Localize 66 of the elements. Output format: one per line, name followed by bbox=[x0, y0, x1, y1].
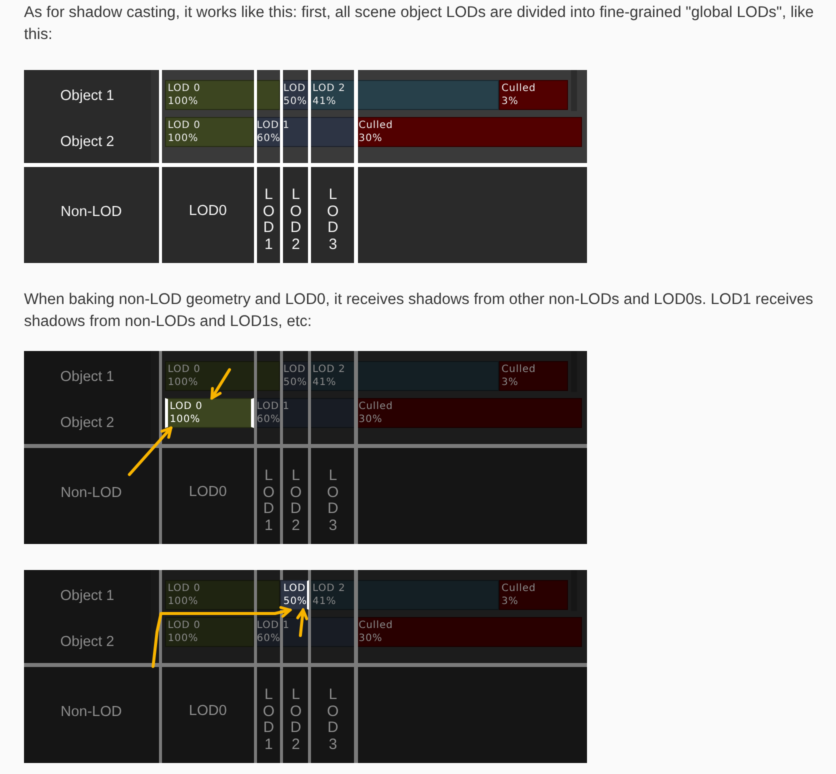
bar-label: Culled 3% bbox=[502, 83, 536, 108]
culled-bar bbox=[498, 361, 568, 391]
bar-label: LOD 0 100% bbox=[168, 364, 202, 389]
row-header: Object 2 bbox=[24, 116, 150, 164]
bar-label: Culled 30% bbox=[358, 401, 394, 426]
lod-bar bbox=[164, 398, 254, 428]
bar-label: LOD 50% bbox=[283, 364, 308, 389]
bar-label: LOD 2 41% bbox=[312, 83, 346, 108]
arrow bbox=[152, 606, 292, 668]
lod-bar bbox=[310, 580, 498, 610]
table-cell: Non-LOD bbox=[24, 166, 158, 263]
bar-label: Culled 30% bbox=[358, 120, 394, 145]
table-cell: LOD1 bbox=[257, 666, 280, 763]
arrow bbox=[210, 368, 231, 400]
row-header: Object 1 bbox=[24, 351, 150, 398]
lod-bar bbox=[164, 80, 280, 110]
bar-label: LOD 2 41% bbox=[312, 364, 346, 389]
bar-label: LOD 0 100% bbox=[170, 401, 204, 426]
bar-label: Culled 30% bbox=[358, 620, 394, 645]
table-cell bbox=[358, 166, 587, 263]
bar-label: LOD 0 100% bbox=[168, 620, 202, 645]
lod-bar bbox=[164, 117, 254, 147]
table-cell: LOD2 bbox=[283, 448, 308, 544]
lod-bar bbox=[310, 361, 498, 391]
paragraph: When baking non-LOD geometry and LOD0, it receives shadows from other non-LODs and LOD0s. LOD1 receives shadows from non-LODs and LOD1s, etc: bbox=[24, 290, 814, 332]
table-cell: LOD1 bbox=[257, 166, 280, 263]
table-cell: Non-LOD bbox=[24, 666, 158, 763]
bar-label: Culled 3% bbox=[502, 583, 536, 608]
lod-bar bbox=[164, 617, 254, 647]
row-header: Object 2 bbox=[24, 398, 150, 444]
bar-label: LOD 0 100% bbox=[168, 83, 202, 108]
row-header: Object 1 bbox=[24, 70, 150, 116]
paragraph: As for shadow casting, it works like this: first, all scene object LODs are divided into fine-grained "global LODs", like this: bbox=[24, 3, 815, 44]
bar-label: LOD 1 60% bbox=[256, 120, 291, 145]
table-cell: Non-LOD bbox=[24, 448, 158, 544]
table-cell: LOD3 bbox=[311, 166, 354, 263]
table-cell: LOD2 bbox=[283, 166, 308, 263]
culled-bar bbox=[356, 117, 582, 147]
culled-bar bbox=[356, 398, 582, 428]
table-cell bbox=[358, 666, 587, 763]
culled-bar bbox=[498, 580, 568, 610]
bar-label: LOD 50% bbox=[283, 83, 308, 108]
bar-label: LOD 2 41% bbox=[312, 583, 346, 608]
bar-label: Culled 3% bbox=[502, 364, 536, 389]
bar-label: LOD 0 100% bbox=[168, 583, 202, 608]
table-cell: LOD0 bbox=[162, 166, 254, 263]
row-header: Object 1 bbox=[24, 570, 150, 616]
culled-bar bbox=[498, 80, 568, 110]
bar-label: LOD 50% bbox=[283, 583, 308, 608]
table-cell: LOD1 bbox=[257, 448, 280, 544]
bar-label: LOD 1 60% bbox=[256, 401, 291, 426]
table-cell bbox=[358, 448, 587, 544]
table-cell: LOD3 bbox=[311, 448, 354, 544]
table-cell: LOD3 bbox=[311, 666, 354, 763]
arrow bbox=[128, 426, 172, 476]
table-cell: LOD0 bbox=[162, 448, 254, 544]
lod-bar bbox=[164, 361, 280, 391]
arrow bbox=[296, 608, 308, 637]
bar-label: LOD 0 100% bbox=[168, 120, 202, 145]
culled-bar bbox=[356, 617, 582, 647]
lod-bar bbox=[164, 580, 280, 610]
table-cell: LOD2 bbox=[283, 666, 308, 763]
bar-label: LOD 1 60% bbox=[256, 620, 291, 645]
table-cell: LOD0 bbox=[162, 666, 254, 763]
row-header: Object 2 bbox=[24, 616, 150, 664]
lod-bar bbox=[310, 80, 498, 110]
